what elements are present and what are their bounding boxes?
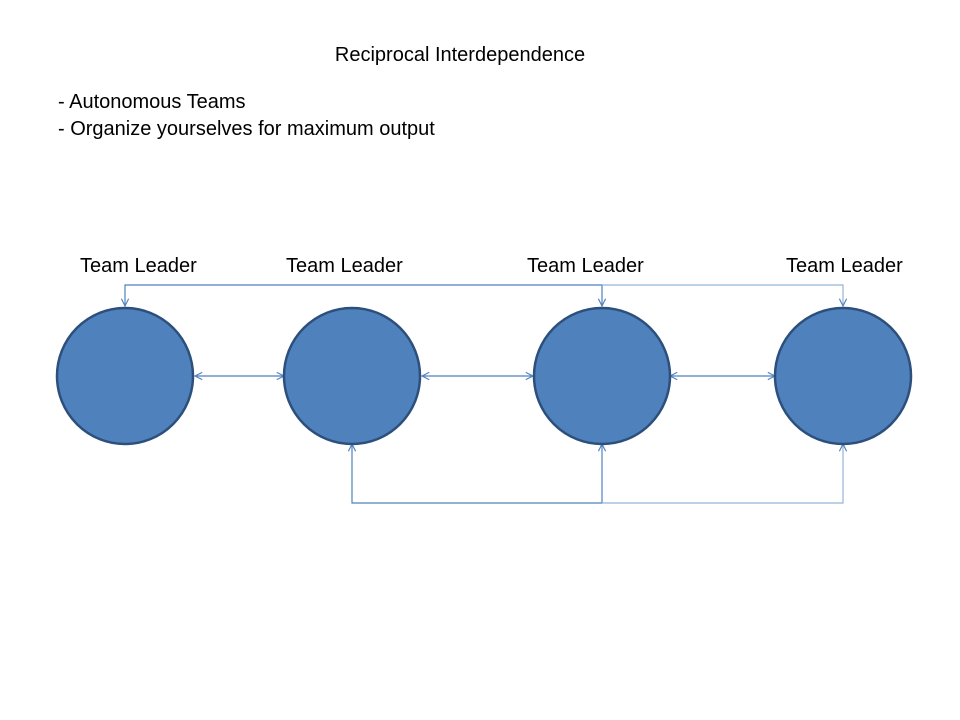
bottom-connector-line-extension — [602, 444, 843, 504]
top-connector-line-extension — [602, 284, 843, 306]
bullet-item: - Autonomous Teams — [58, 91, 246, 113]
slide-title: Reciprocal Interdependence — [334, 44, 586, 66]
team-leader-label-4: Team Leader — [786, 255, 903, 277]
bullet-item: - Organize yourselves for maximum output — [58, 118, 435, 140]
team-node-2 — [282, 306, 422, 446]
team-leader-label-3: Team Leader — [527, 255, 644, 277]
bottom-connector-line — [352, 444, 602, 504]
team-node-1 — [55, 306, 195, 446]
top-connector-line — [125, 284, 602, 306]
team-node-3 — [532, 306, 672, 446]
team-node-4 — [773, 306, 913, 446]
team-leader-label-1: Team Leader — [80, 255, 197, 277]
team-leader-label-2: Team Leader — [286, 255, 403, 277]
bullet-list: - Autonomous Teams - Organize yourselves… — [58, 89, 435, 143]
